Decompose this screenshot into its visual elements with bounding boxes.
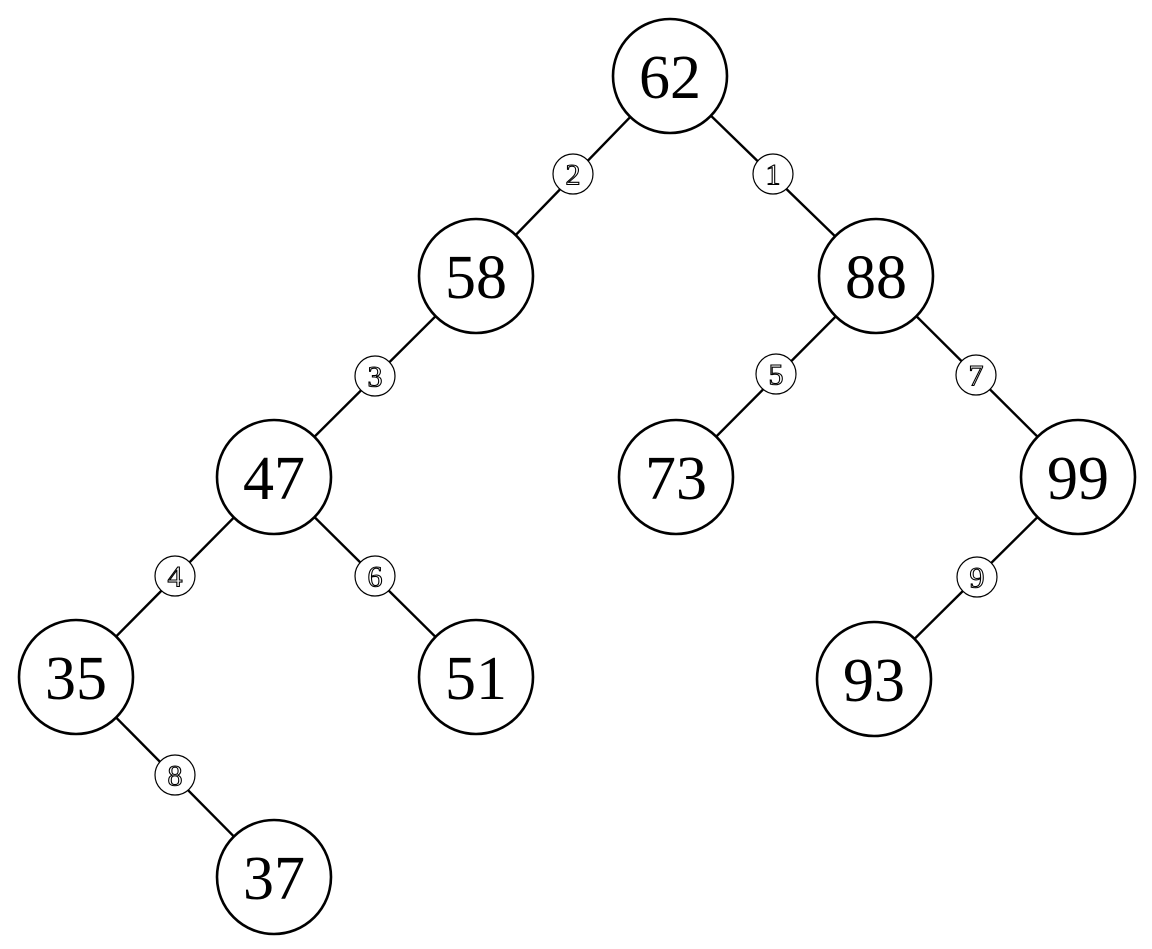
- tree-node-47: 47: [215, 418, 333, 536]
- tree-node-label: 99: [1047, 445, 1109, 513]
- tree-node-label: 62: [639, 44, 701, 112]
- edge-order-badge: 3: [354, 355, 396, 397]
- tree-node-label: 93: [843, 647, 905, 715]
- edge-order-badge: 1: [752, 153, 794, 195]
- tree-node-circle: [815, 620, 933, 738]
- edge-order-badge: 9: [956, 556, 998, 598]
- tree-node-circle: [417, 217, 535, 335]
- tree-node-circle: [417, 618, 535, 736]
- edge-order-label: 1: [766, 159, 781, 192]
- tree-node-circle: [611, 17, 729, 135]
- tree-node-label: 73: [645, 445, 707, 513]
- edge-order-badge: 7: [955, 354, 997, 396]
- edge-order-label: 2: [566, 159, 581, 192]
- tree-node-circle: [1019, 418, 1137, 536]
- tree-node-circle: [817, 217, 935, 335]
- tree-node-35: 35: [17, 618, 135, 736]
- tree-node-88: 88: [817, 217, 935, 335]
- edge-order-badge-circle: [955, 354, 997, 396]
- edge-order-badge: 2: [552, 153, 594, 195]
- tree-node-58: 58: [417, 217, 535, 335]
- edge-order-badge: 5: [755, 353, 797, 395]
- tree-node-label: 37: [243, 845, 305, 913]
- edge-order-label: 4: [168, 561, 183, 594]
- edge-order-badge-circle: [354, 355, 396, 397]
- edge-order-label: 5: [769, 359, 784, 392]
- edge-order-badge-circle: [154, 555, 196, 597]
- edge-order-badge-circle: [752, 153, 794, 195]
- edge-order-label: 9: [970, 562, 985, 595]
- edge-order-label: 7: [969, 360, 984, 393]
- edge-order-label: 3: [368, 361, 383, 394]
- tree-node-37: 37: [215, 818, 333, 936]
- edge-order-badge: 8: [154, 754, 196, 796]
- tree-node-label: 58: [445, 244, 507, 312]
- edge-order-badge-circle: [755, 353, 797, 395]
- edge-order-badge-circle: [956, 556, 998, 598]
- edge-order-badge-circle: [154, 754, 196, 796]
- tree-node-label: 88: [845, 244, 907, 312]
- tree-node-51: 51: [417, 618, 535, 736]
- tree-node-label: 35: [45, 645, 107, 713]
- edge-order-badge-circle: [552, 153, 594, 195]
- edge-order-label: 8: [168, 760, 183, 793]
- edge-order-label: 6: [368, 561, 383, 594]
- tree-node-62: 62: [611, 17, 729, 135]
- tree-node-label: 51: [445, 645, 507, 713]
- tree-node-circle: [617, 418, 735, 536]
- edge-labels-layer: 2 1 3 5 7 4 6 9 8: [154, 153, 998, 796]
- tree-node-73: 73: [617, 418, 735, 536]
- tree-node-93: 93: [815, 620, 933, 738]
- tree-node-label: 47: [243, 445, 305, 513]
- tree-node-circle: [17, 618, 135, 736]
- tree-node-circle: [215, 818, 333, 936]
- edge-order-badge: 6: [354, 555, 396, 597]
- edge-order-badge-circle: [354, 555, 396, 597]
- tree-node-99: 99: [1019, 418, 1137, 536]
- tree-node-circle: [215, 418, 333, 536]
- edge-order-badge: 4: [154, 555, 196, 597]
